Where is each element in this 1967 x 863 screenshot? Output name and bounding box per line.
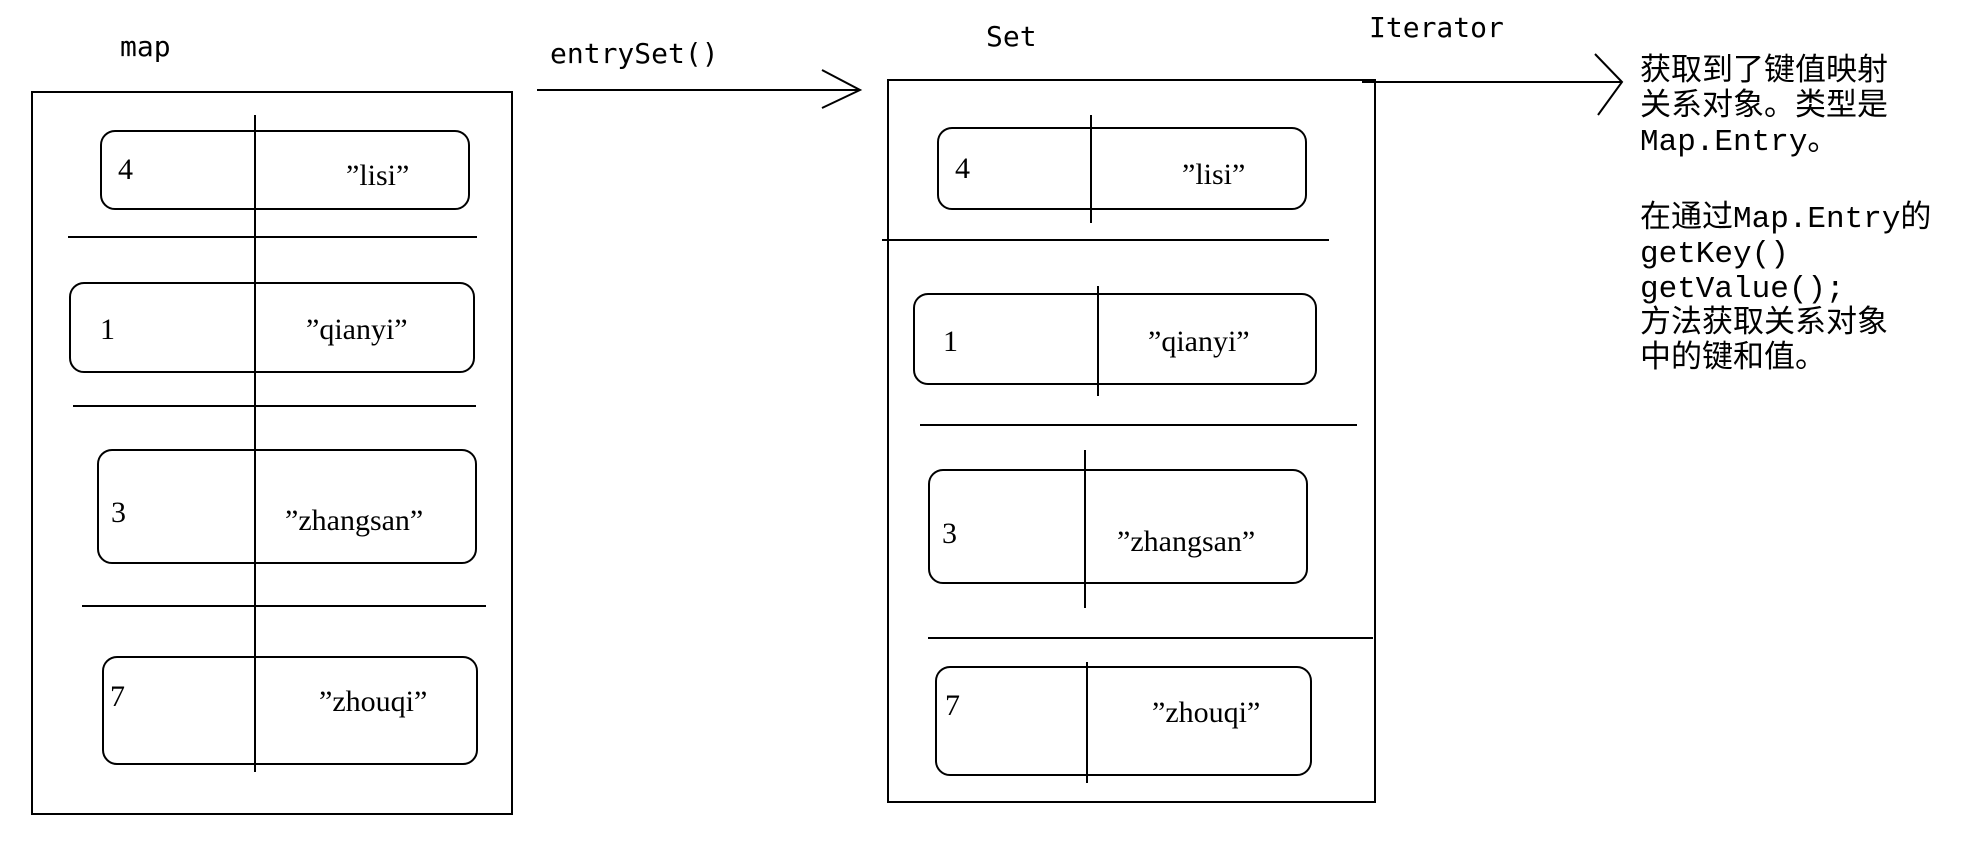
set-entry: 3 ”zhangsan” [928,450,1308,608]
entry-key: 3 [942,517,957,550]
set-entry: 7 ”zhouqi” [935,662,1312,783]
entry-key: 3 [111,496,126,529]
entry-box [935,666,1312,776]
set-entry: 4 ”lisi” [937,115,1307,223]
entry-box [913,293,1317,385]
note-line: getValue(); [1640,272,1845,307]
entry-value: ”zhouqi” [1152,696,1260,729]
set-label: Set [986,20,1037,53]
entry-value: ”qianyi” [1148,325,1250,358]
entry-key: 4 [118,153,133,186]
entryset-arrow [537,69,863,109]
entryset-label: entrySet() [550,37,719,70]
entry-value: ”qianyi” [306,313,408,346]
entry-box [928,469,1308,584]
note-line: 在通过Map.Entry的 [1640,200,1931,237]
note-line: 获取到了键值映射 [1640,53,1888,90]
map-container [31,91,513,815]
set-container [887,79,1376,803]
map-label: map [120,30,171,63]
note-line: 中的键和值。 [1640,340,1826,377]
entry-key: 1 [100,313,115,346]
iterator-label: Iterator [1369,11,1504,44]
map-entry: 4 ”lisi” [100,130,470,210]
note-line: 关系对象。类型是 [1640,88,1888,125]
entry-value: ”zhouqi” [319,685,427,718]
entry-box [100,130,470,210]
set-entry: 1 ”qianyi” [913,286,1317,396]
map-entry: 3 ”zhangsan” [97,449,477,564]
entry-key: 1 [943,325,958,358]
map-entry: 1 ”qianyi” [69,282,475,373]
note-line: Map.Entry。 [1640,125,1838,160]
entry-box [69,282,475,373]
note-line: getKey() [1640,237,1789,272]
entry-value: ”zhangsan” [285,504,423,537]
note-line: 方法获取关系对象 [1640,305,1888,342]
iterator-arrow [1362,53,1624,116]
entry-value: ”lisi” [346,159,409,192]
entry-box [102,656,478,765]
entry-value: ”lisi” [1182,158,1245,191]
explanation-note: 获取到了键值映射 关系对象。类型是 Map.Entry。 在通过Map.Entr… [1640,53,1931,377]
entry-box [97,449,477,564]
entry-key: 7 [110,680,125,713]
entry-key: 7 [945,689,960,722]
entry-value: ”zhangsan” [1117,525,1255,558]
entry-key: 4 [955,152,970,185]
entry-box [937,127,1307,210]
map-entry: 7 ”zhouqi” [102,656,478,765]
